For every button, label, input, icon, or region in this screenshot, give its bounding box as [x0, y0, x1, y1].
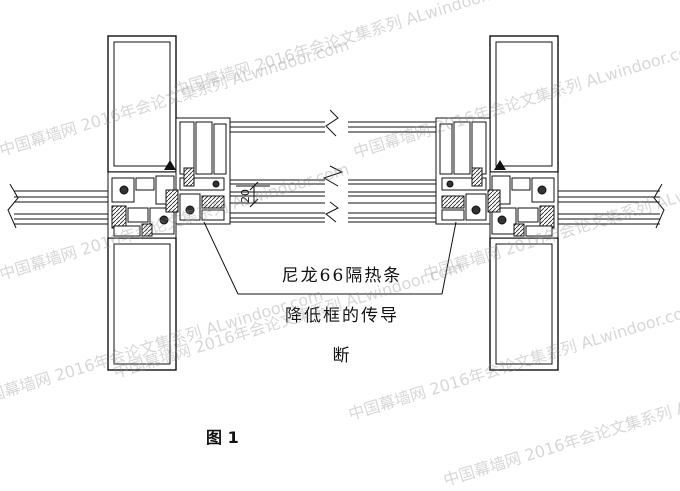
- callout-line-2: 降低框的传导: [285, 306, 399, 326]
- figure-caption: 图 1: [206, 428, 239, 447]
- dimension-line: [236, 181, 270, 208]
- right-frame-profile: [489, 171, 559, 239]
- left-mullion: [107, 35, 177, 371]
- callout-line-3: 断: [332, 346, 352, 366]
- callout-leader: [203, 221, 457, 295]
- right-mullion: [489, 35, 559, 371]
- right-glass-panel: [555, 190, 660, 225]
- center-break-mark-top: [325, 109, 339, 137]
- dimension-label: 20: [239, 189, 252, 203]
- left-frame-profile: [107, 171, 177, 239]
- center-break-mark-low: [325, 201, 339, 223]
- drainage-markers: [164, 160, 506, 170]
- left-thermal-break: [165, 167, 195, 213]
- right-break-mark: [653, 183, 665, 229]
- window-section-drawing: 20: [7, 35, 665, 371]
- left-glass-panel: [14, 190, 120, 225]
- left-break-mark: [7, 183, 19, 229]
- right-thermal-break: [471, 167, 501, 213]
- callout-line-1: 尼龙66隔热条: [281, 266, 403, 286]
- center-break-mark-mid: [322, 165, 344, 187]
